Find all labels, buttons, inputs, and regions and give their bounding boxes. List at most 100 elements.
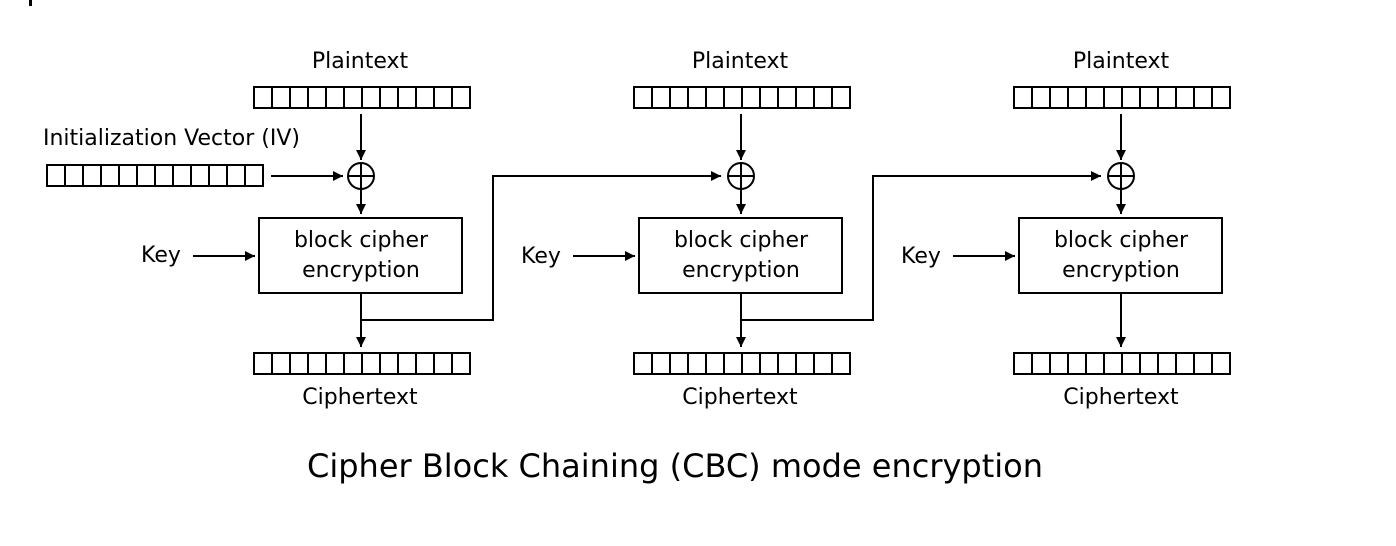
register-cell xyxy=(397,352,417,375)
ciphertext-label-1: Ciphertext xyxy=(302,385,418,410)
register-cell xyxy=(289,352,309,375)
register-cell xyxy=(1103,86,1123,109)
block-3: Plaintext Key block cipher encryption Ci… xyxy=(901,49,1231,410)
ciphertext-label-2: Ciphertext xyxy=(682,385,798,410)
register-cell xyxy=(633,352,653,375)
register-cell xyxy=(759,86,779,109)
register-cell xyxy=(1085,86,1105,109)
key-label-3: Key xyxy=(901,244,941,269)
cipher-line1-3: block cipher xyxy=(1054,228,1189,253)
ciphertext-register-3 xyxy=(1013,352,1231,375)
register-cell xyxy=(687,86,707,109)
register-cell xyxy=(154,164,174,187)
register-cell xyxy=(1193,86,1213,109)
register-cell xyxy=(379,86,399,109)
register-cell xyxy=(813,86,833,109)
register-cell xyxy=(1067,86,1087,109)
plaintext-label-2: Plaintext xyxy=(692,49,789,74)
register-cell xyxy=(1121,352,1141,375)
register-cell xyxy=(831,352,851,375)
register-cell xyxy=(1211,352,1231,375)
block-2: Plaintext Key block cipher encryption Ci… xyxy=(521,49,851,410)
register-cell xyxy=(633,86,653,109)
register-cell xyxy=(651,352,671,375)
diagram-caption: Cipher Block Chaining (CBC) mode encrypt… xyxy=(307,447,1043,485)
ciphertext-register-1 xyxy=(253,352,471,375)
register-cell xyxy=(325,352,345,375)
register-cell xyxy=(1049,86,1069,109)
cipher-box-1 xyxy=(258,217,463,294)
register-cell xyxy=(723,86,743,109)
plaintext-register-3 xyxy=(1013,86,1231,109)
register-cell xyxy=(705,86,725,109)
register-cell xyxy=(118,164,138,187)
register-cell xyxy=(433,86,453,109)
register-cell xyxy=(1031,86,1051,109)
register-cell xyxy=(669,86,689,109)
register-cell xyxy=(82,164,102,187)
register-cell xyxy=(1157,86,1177,109)
register-cell xyxy=(1139,86,1159,109)
key-label-2: Key xyxy=(521,244,561,269)
xor-icon-2 xyxy=(727,162,755,190)
register-cell xyxy=(669,352,689,375)
register-cell xyxy=(1211,86,1231,109)
register-cell xyxy=(64,164,84,187)
plaintext-register-2 xyxy=(633,86,851,109)
register-cell xyxy=(415,86,435,109)
register-cell xyxy=(1193,352,1213,375)
register-cell xyxy=(1103,352,1123,375)
register-cell xyxy=(190,164,210,187)
chain-arrow-1-to-2 xyxy=(361,171,721,321)
iv-label: Initialization Vector (IV) xyxy=(43,126,300,151)
cipher-line1-1: block cipher xyxy=(294,228,429,253)
register-cell xyxy=(1085,352,1105,375)
chain-arrow-2-to-3 xyxy=(741,171,1101,321)
register-cell xyxy=(172,164,192,187)
ciphertext-label-3: Ciphertext xyxy=(1063,385,1179,410)
register-cell xyxy=(1157,352,1177,375)
register-cell xyxy=(289,86,309,109)
register-cell xyxy=(1031,352,1051,375)
register-cell xyxy=(415,352,435,375)
register-cell xyxy=(433,352,453,375)
plaintext-label-1: Plaintext xyxy=(312,49,409,74)
register-cell xyxy=(361,352,381,375)
cipher-line2-1: encryption xyxy=(302,258,420,283)
register-cell xyxy=(759,352,779,375)
register-cell xyxy=(795,86,815,109)
key-label-1: Key xyxy=(141,243,181,268)
register-cell xyxy=(451,352,471,375)
xor-icon-3 xyxy=(1107,162,1135,190)
register-cell xyxy=(831,86,851,109)
xor-icon-1 xyxy=(347,162,375,190)
register-cell xyxy=(705,352,725,375)
register-cell xyxy=(1013,86,1033,109)
register-cell xyxy=(343,352,363,375)
register-cell xyxy=(136,164,156,187)
register-cell xyxy=(741,86,761,109)
cipher-line1-2: block cipher xyxy=(674,228,809,253)
register-cell xyxy=(208,164,228,187)
register-cell xyxy=(226,164,246,187)
cipher-line2-2: encryption xyxy=(682,258,800,283)
register-cell xyxy=(244,164,264,187)
cipher-box-3 xyxy=(1018,217,1223,294)
register-cell xyxy=(361,86,381,109)
register-cell xyxy=(1121,86,1141,109)
register-cell xyxy=(46,164,66,187)
register-cell xyxy=(307,86,327,109)
register-cell xyxy=(397,86,417,109)
ciphertext-register-2 xyxy=(633,352,851,375)
register-cell xyxy=(651,86,671,109)
register-cell xyxy=(271,352,291,375)
register-cell xyxy=(451,86,471,109)
register-cell xyxy=(1175,86,1195,109)
register-cell xyxy=(379,352,399,375)
iv-register xyxy=(46,164,264,187)
register-cell xyxy=(100,164,120,187)
register-cell xyxy=(271,86,291,109)
cipher-box-2 xyxy=(638,217,843,294)
plaintext-register-1 xyxy=(253,86,471,109)
